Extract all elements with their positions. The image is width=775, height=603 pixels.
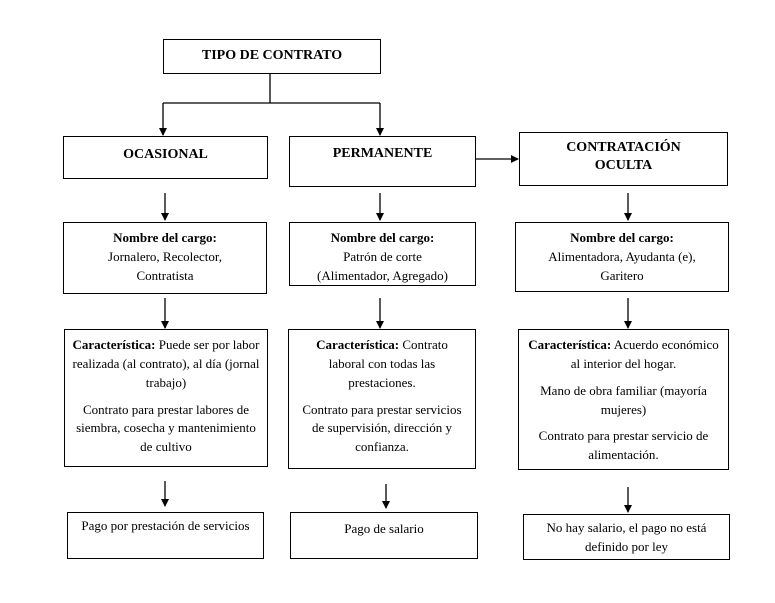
root-box: TIPO DE CONTRATO	[163, 39, 381, 74]
caracteristica-label: Característica:	[72, 337, 156, 352]
caracteristica-label: Característica:	[528, 337, 612, 352]
pago-text: Pago de salario	[344, 521, 424, 536]
cargo-line: Alimentadora, Ayudanta (e),	[548, 248, 696, 264]
cargo-box-permanente: Nombre del cargo: Patrón de corte (Alime…	[289, 222, 476, 286]
header-permanente-label: PERMANENTE	[332, 146, 433, 161]
cargo-line: Contratista	[136, 267, 194, 283]
cargo-box-oculta: Nombre del cargo: Alimentadora, Ayudanta…	[515, 222, 729, 292]
header-ocasional-label: OCASIONAL	[123, 147, 208, 162]
caracteristica-paragraph: Contrato para prestar servicios de super…	[302, 401, 462, 455]
root-title: TIPO DE CONTRATO	[201, 48, 343, 63]
caracteristica-box-permanente: Característica: Contrato laboral con tod…	[288, 329, 476, 469]
caracteristica-text: Contrato laboral con todas las prestacio…	[328, 337, 448, 390]
caracteristica-box-oculta: Característica: Acuerdo económico al int…	[518, 329, 729, 470]
cargo-label: Nombre del cargo:	[330, 230, 435, 245]
caracteristica-paragraph: Contrato para prestar servicio de alimen…	[538, 428, 709, 463]
header-contratacion-oculta-label: CONTRATACIÓN OCULTA	[566, 140, 681, 173]
header-ocasional: OCASIONAL	[63, 136, 268, 179]
pago-text: Pago por prestación de servicios	[81, 518, 250, 533]
header-permanente: PERMANENTE	[289, 136, 476, 187]
caracteristica-box-ocasional: Característica: Puede ser por labor real…	[64, 329, 268, 467]
cargo-box-ocasional: Nombre del cargo: Jornalero, Recolector,…	[63, 222, 267, 294]
cargo-line: Garitero	[600, 267, 644, 283]
caracteristica-text: Acuerdo económico al interior del hogar.	[570, 337, 719, 371]
pago-box-oculta: No hay salario, el pago no está definido…	[523, 514, 730, 560]
cargo-line: (Alimentador, Agregado)	[317, 267, 448, 283]
cargo-line: Patrón de corte	[343, 248, 422, 264]
pago-text: No hay salario, el pago no está definido…	[546, 520, 707, 554]
cargo-label: Nombre del cargo:	[570, 230, 674, 245]
caracteristica-label: Característica:	[316, 337, 400, 352]
pago-box-ocasional: Pago por prestación de servicios	[67, 512, 264, 559]
header-contratacion-oculta: CONTRATACIÓN OCULTA	[519, 132, 728, 186]
caracteristica-paragraph: Mano de obra familiar (mayoría mujeres)	[540, 382, 707, 417]
cargo-line: Jornalero, Recolector,	[108, 248, 222, 264]
cargo-label: Nombre del cargo:	[113, 230, 217, 245]
caracteristica-paragraph: Contrato para prestar labores de siembra…	[76, 401, 256, 455]
pago-box-permanente: Pago de salario	[290, 512, 478, 559]
caracteristica-text: Puede ser por labor realizada (al contra…	[72, 337, 260, 390]
